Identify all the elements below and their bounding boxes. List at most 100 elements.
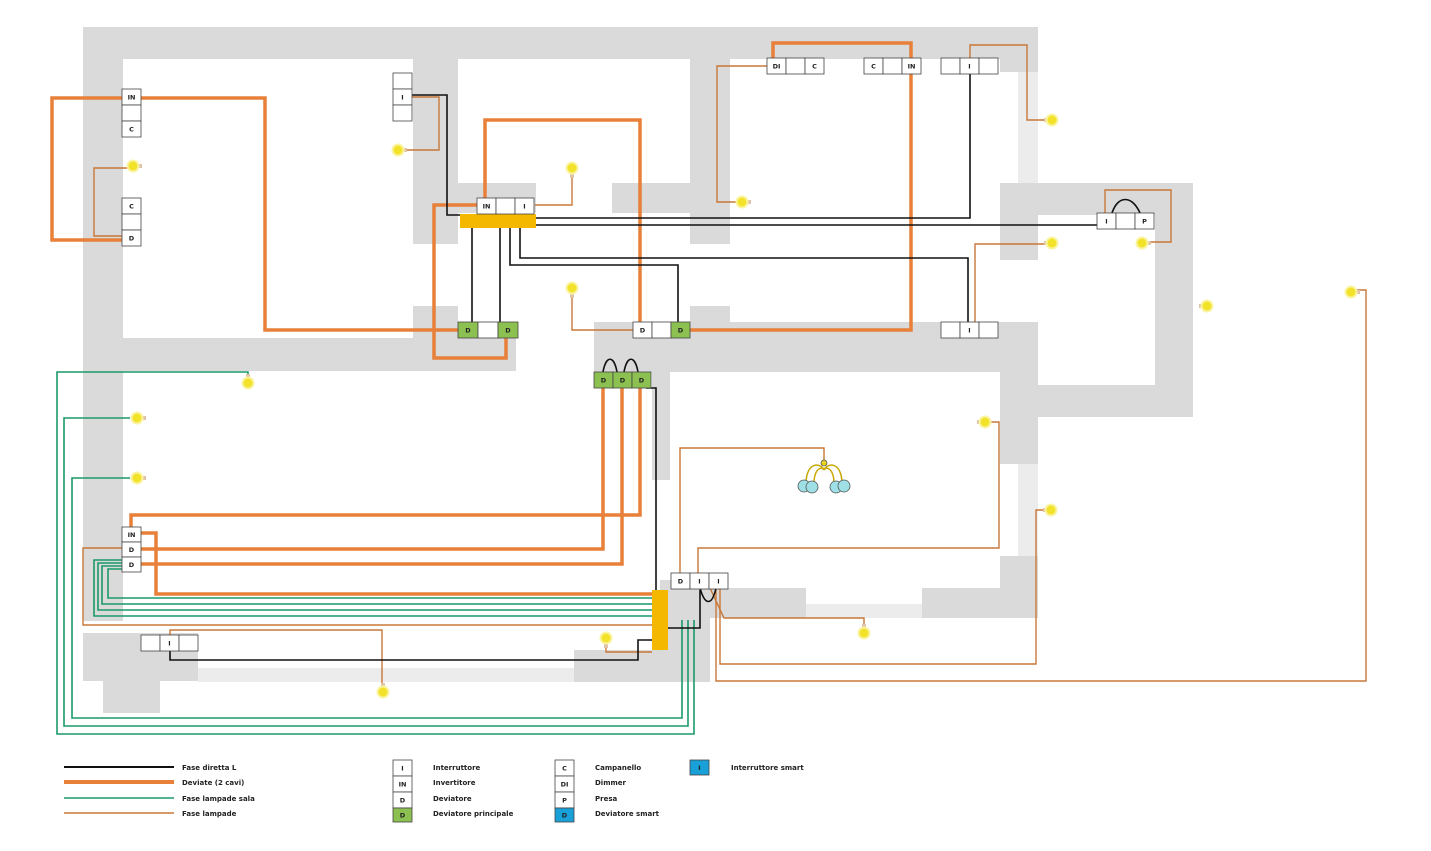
wall-right-room-left xyxy=(1000,183,1038,260)
wall-inner-b-arm xyxy=(612,183,692,213)
legend-label-c: Campanello xyxy=(595,764,641,772)
device-cell xyxy=(477,321,499,339)
lamp-icon xyxy=(1199,299,1214,313)
device-c-d: CD xyxy=(121,197,142,247)
wire-dev-3 xyxy=(483,118,642,322)
lamp-bulb xyxy=(859,628,869,638)
wire-lamp-c xyxy=(535,172,573,206)
device-cell-label: D xyxy=(640,326,646,334)
wire-lamp-a xyxy=(93,167,130,237)
wall-right-upper xyxy=(1000,27,1038,72)
lamp-bulb xyxy=(132,473,142,483)
legend: Fase diretta L Deviate (2 cavi) Fase lam… xyxy=(64,759,804,823)
device-cell xyxy=(121,213,142,231)
device-cell xyxy=(497,321,519,339)
chandelier-bulb-4 xyxy=(837,479,851,493)
lamp-bulb xyxy=(737,197,747,207)
device-i-right: I xyxy=(940,57,999,75)
wire-lamp-n xyxy=(82,547,652,626)
legend-label-in: Invertitore xyxy=(433,779,476,787)
wall-mid-left xyxy=(594,338,670,372)
wire-dev-9 xyxy=(140,531,668,596)
device-cell-label: D xyxy=(129,561,135,569)
lamp-icon xyxy=(126,159,142,173)
lamp-icon xyxy=(735,195,751,209)
wire-sala-2 xyxy=(63,417,689,727)
wire-sala-7 xyxy=(107,568,652,599)
device-cell xyxy=(178,634,199,652)
device-cell-label: C xyxy=(129,202,134,210)
wall-right-mid xyxy=(1000,322,1038,464)
device-cell-label: I xyxy=(401,93,403,101)
wire-phase-2 xyxy=(520,73,971,219)
legend-label-deviate: Deviate (2 cavi) xyxy=(182,779,244,787)
lamp-bulb xyxy=(1202,301,1212,311)
legend-sym-d-main: D xyxy=(400,812,406,820)
lamp-bulb xyxy=(132,413,142,423)
chandelier-crown xyxy=(820,459,828,467)
legend-sym-d-smart: D xyxy=(562,812,568,820)
device-cell xyxy=(651,321,672,339)
wire-sala-6 xyxy=(101,565,652,605)
lamp-icon xyxy=(130,471,146,485)
lamp-bulb xyxy=(567,283,577,293)
lamp-icon xyxy=(1135,236,1151,250)
junction-box-top xyxy=(460,214,536,228)
device-cell-label: I xyxy=(523,202,525,210)
wall-bottom-right-a xyxy=(710,588,806,618)
device-cell-label: IN xyxy=(908,62,916,70)
window-sills xyxy=(198,72,1038,682)
device-cell-label: I xyxy=(717,577,719,585)
junction-box-bottom xyxy=(652,590,668,650)
legend-box-d-smart xyxy=(554,807,575,823)
legend-sym-i-smart: I xyxy=(698,764,700,772)
lamp-icon xyxy=(130,411,146,425)
device-cell xyxy=(1115,212,1136,230)
chandelier-icon xyxy=(797,459,851,494)
wire-sala-3 xyxy=(71,477,683,719)
device-cell xyxy=(901,57,922,75)
lamp-icon xyxy=(857,624,871,640)
wire-sala-4 xyxy=(93,559,652,617)
lamp-icon xyxy=(241,374,255,390)
device-cell-label: D xyxy=(505,326,511,334)
wire-dev-7 xyxy=(140,388,624,566)
device-cell-label: D xyxy=(465,326,471,334)
device-cell-label: DI xyxy=(773,62,781,70)
device-cell xyxy=(121,556,142,573)
device-cell xyxy=(392,104,413,122)
device-cell xyxy=(785,57,806,75)
lamp-bulb xyxy=(393,145,403,155)
device-cell xyxy=(495,197,516,215)
wall-bottom-stub xyxy=(660,580,710,682)
chandelier-bulb-2 xyxy=(805,480,819,494)
device-cell xyxy=(708,572,729,590)
lamp-bulb xyxy=(243,378,253,388)
lamp-bulb xyxy=(601,633,611,643)
wire-lamp-f xyxy=(1104,189,1172,243)
device-cell-label: P xyxy=(1142,217,1147,225)
device-cell xyxy=(882,57,903,75)
lamp-icon xyxy=(376,683,390,699)
wall-bottom-right-c xyxy=(1000,556,1038,618)
device-cell xyxy=(978,57,999,75)
device-cell xyxy=(940,57,961,75)
wire-lamp-b xyxy=(400,96,440,151)
wire-lamp-m xyxy=(715,289,1367,682)
chandelier-arm-mid-right xyxy=(823,467,835,485)
device-cell-label: D xyxy=(129,546,135,554)
wire-phase-6 xyxy=(509,228,679,322)
wire-dev-2 xyxy=(140,96,458,332)
wire-phase-arc-d2 xyxy=(623,358,639,373)
legend-label-lamp-hall: Fase lampade sala xyxy=(182,795,255,803)
window-right-upper xyxy=(1018,72,1038,183)
wire-dev-4 xyxy=(432,203,508,360)
lamp-icon xyxy=(391,143,407,157)
lamp-bulb xyxy=(1047,238,1057,248)
wire-lamp-g xyxy=(974,243,1050,323)
device-cell-label: I xyxy=(1105,217,1107,225)
